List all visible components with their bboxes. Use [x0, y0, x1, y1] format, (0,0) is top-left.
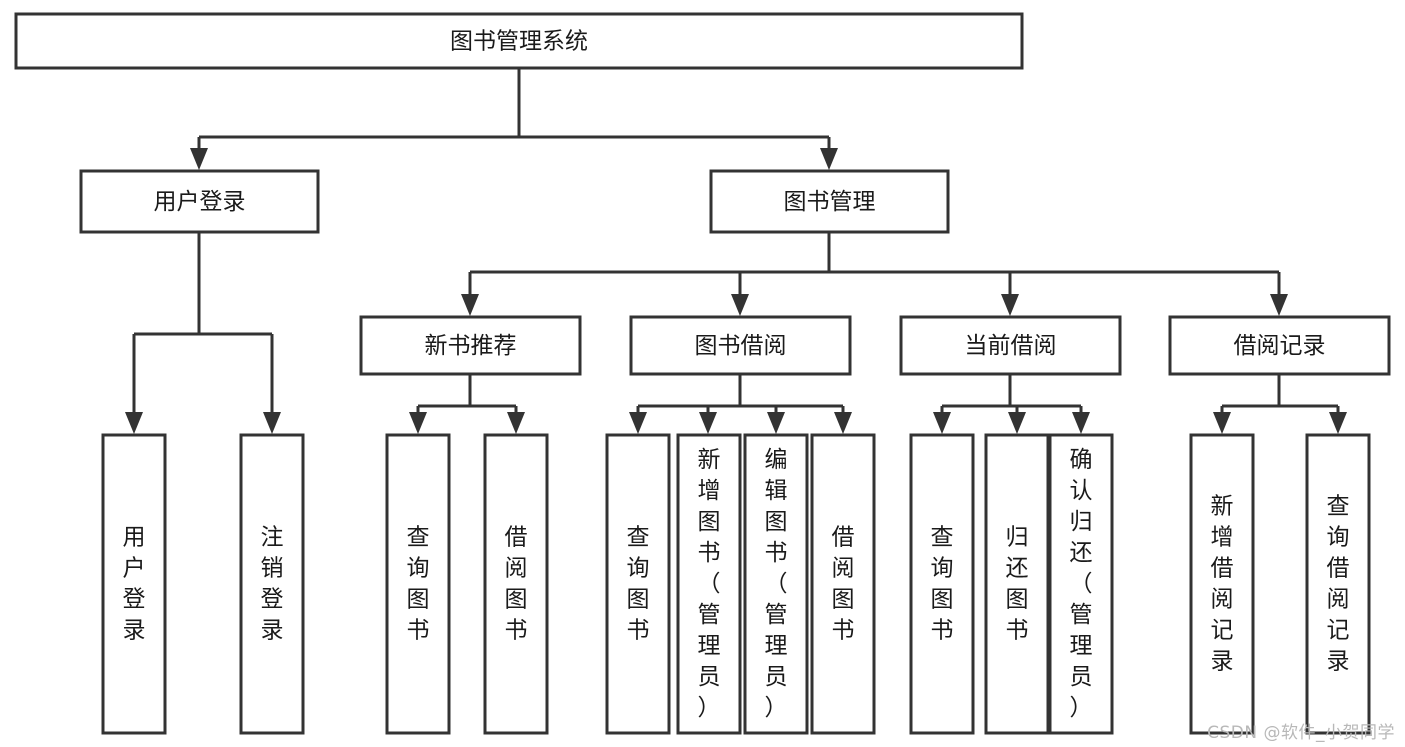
node-label-leaf-query-book-3: 查询图书: [931, 524, 954, 643]
node-box-leaf-return-book[interactable]: [984, 433, 1050, 735]
node-label-current-borrow: 当前借阅: [965, 333, 1057, 359]
arrow-head-icon: [1270, 294, 1288, 316]
node-book-borrow[interactable]: 图书借阅: [629, 315, 852, 376]
arrow-head-icon: [190, 148, 208, 170]
arrow-head-icon: [461, 294, 479, 316]
node-leaf-add-book[interactable]: 新增图书（管理员）: [676, 433, 742, 735]
arrow-head-icon: [933, 412, 951, 434]
node-label-leaf-borrow-book-1: 借阅图书: [505, 524, 528, 643]
node-box-leaf-user-login[interactable]: [101, 433, 167, 735]
node-box-leaf-confirm-return[interactable]: [1048, 433, 1114, 735]
node-book-manage[interactable]: 图书管理: [709, 169, 950, 234]
node-label-leaf-return-book: 归还图书: [1006, 524, 1029, 643]
node-leaf-edit-book[interactable]: 编辑图书（管理员）: [743, 433, 809, 735]
node-box-book-borrow[interactable]: [629, 315, 852, 376]
node-label-leaf-borrow-book-2: 借阅图书: [832, 524, 855, 643]
node-box-leaf-query-book-1[interactable]: [385, 433, 451, 735]
node-box-leaf-edit-book[interactable]: [743, 433, 809, 735]
node-label-leaf-query-book-2: 查询图书: [627, 524, 650, 643]
node-label-borrow-record: 借阅记录: [1234, 333, 1326, 359]
connector-group-new-book-recommend-to-leaves: [409, 374, 525, 434]
node-box-new-book-recommend[interactable]: [359, 315, 582, 376]
node-leaf-query-book-2[interactable]: 查询图书: [605, 433, 671, 735]
node-leaf-query-book-3[interactable]: 查询图书: [909, 433, 975, 735]
connector-group-root-to-level1: [190, 68, 838, 170]
node-leaf-query-record[interactable]: 查询借阅记录: [1305, 433, 1371, 735]
arrow-head-icon: [507, 412, 525, 434]
node-leaf-add-record[interactable]: 新增借阅记录: [1189, 433, 1255, 735]
node-box-leaf-borrow-book-1[interactable]: [483, 433, 549, 735]
arrow-head-icon: [767, 412, 785, 434]
arrow-head-icon: [1213, 412, 1231, 434]
node-box-root[interactable]: [14, 12, 1024, 70]
arrow-head-icon: [1329, 412, 1347, 434]
node-box-leaf-query-record[interactable]: [1305, 433, 1371, 735]
arrow-head-icon: [1001, 294, 1019, 316]
node-leaf-logout[interactable]: 注销登录: [239, 433, 305, 735]
node-label-leaf-add-book: 新增图书（管理员）: [698, 447, 721, 721]
node-root[interactable]: 图书管理系统: [14, 12, 1024, 70]
node-label-book-manage: 图书管理: [784, 189, 876, 215]
connector-group-borrow-record-to-leaves: [1213, 374, 1347, 434]
arrow-head-icon: [125, 412, 143, 434]
node-label-leaf-logout: 注销登录: [261, 524, 284, 643]
arrow-head-icon: [263, 412, 281, 434]
node-label-leaf-query-record: 查询借阅记录: [1327, 493, 1350, 674]
node-leaf-return-book[interactable]: 归还图书: [984, 433, 1050, 735]
connector-group-book-manage-to-level2: [461, 232, 1288, 316]
node-box-book-manage[interactable]: [709, 169, 950, 234]
arrow-head-icon: [820, 148, 838, 170]
node-label-user-login: 用户登录: [154, 189, 246, 215]
connector-group-user-login-to-leaves: [125, 232, 281, 434]
node-leaf-user-login[interactable]: 用户登录: [101, 433, 167, 735]
connector-group-book-borrow-to-leaves: [629, 374, 852, 434]
node-leaf-confirm-return[interactable]: 确认归还（管理员）: [1048, 433, 1114, 735]
node-label-root: 图书管理系统: [450, 29, 588, 55]
node-label-leaf-user-login: 用户登录: [123, 524, 146, 643]
arrow-head-icon: [834, 412, 852, 434]
node-label-new-book-recommend: 新书推荐: [425, 333, 517, 359]
node-box-leaf-add-book[interactable]: [676, 433, 742, 735]
node-label-leaf-confirm-return: 确认归还（管理员）: [1070, 447, 1093, 721]
node-box-leaf-query-book-3[interactable]: [909, 433, 975, 735]
node-leaf-borrow-book-2[interactable]: 借阅图书: [810, 433, 876, 735]
node-current-borrow[interactable]: 当前借阅: [899, 315, 1122, 376]
node-box-leaf-query-book-2[interactable]: [605, 433, 671, 735]
node-label-book-borrow: 图书借阅: [695, 333, 787, 359]
arrow-head-icon: [699, 412, 717, 434]
arrow-head-icon: [1072, 412, 1090, 434]
node-box-borrow-record[interactable]: [1168, 315, 1391, 376]
arrow-head-icon: [409, 412, 427, 434]
arrow-head-icon: [629, 412, 647, 434]
node-label-leaf-query-book-1: 查询图书: [407, 524, 430, 643]
arrow-head-icon: [1008, 412, 1026, 434]
node-box-leaf-logout[interactable]: [239, 433, 305, 735]
node-borrow-record[interactable]: 借阅记录: [1168, 315, 1391, 376]
node-leaf-query-book-1[interactable]: 查询图书: [385, 433, 451, 735]
node-new-book-recommend[interactable]: 新书推荐: [359, 315, 582, 376]
node-user-login[interactable]: 用户登录: [79, 169, 320, 234]
node-leaf-borrow-book-1[interactable]: 借阅图书: [483, 433, 549, 735]
connector-group-current-borrow-to-leaves: [933, 374, 1090, 434]
arrow-head-icon: [731, 294, 749, 316]
node-box-leaf-add-record[interactable]: [1189, 433, 1255, 735]
node-label-leaf-add-record: 新增借阅记录: [1211, 493, 1234, 674]
connector-layer: [125, 68, 1347, 434]
node-label-leaf-edit-book: 编辑图书（管理员）: [765, 447, 788, 721]
node-box-user-login[interactable]: [79, 169, 320, 234]
node-box-current-borrow[interactable]: [899, 315, 1122, 376]
node-layer: 图书管理系统用户登录图书管理新书推荐图书借阅当前借阅借阅记录用户登录注销登录查询…: [14, 12, 1391, 735]
node-box-leaf-borrow-book-2[interactable]: [810, 433, 876, 735]
